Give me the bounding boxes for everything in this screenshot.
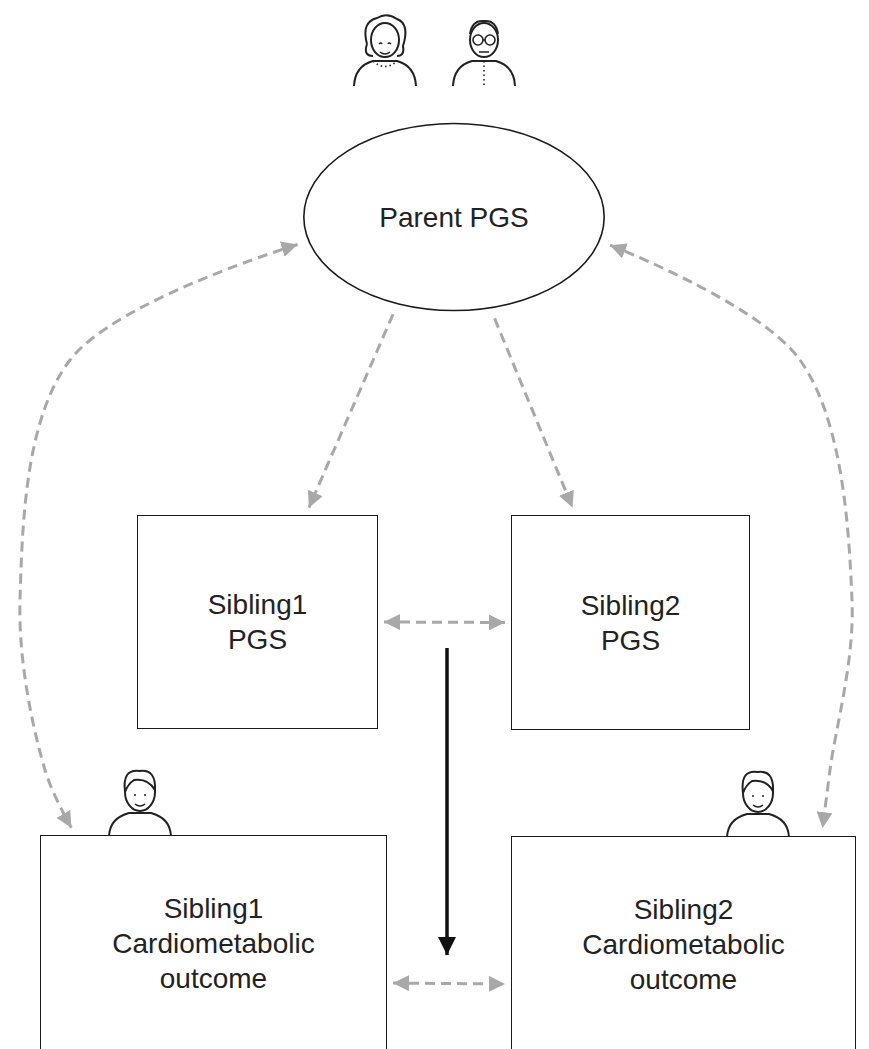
node-label: Sibling2 Cardiometabolic outcome	[566, 892, 801, 997]
process-box: Sibling1 PGS	[137, 515, 378, 729]
parent-icon	[354, 15, 416, 86]
node-label: Parent PGS	[379, 200, 528, 235]
sibling-icon	[109, 771, 171, 836]
node-label: Sibling1 PGS	[193, 587, 323, 657]
process-box: Sibling2 Cardiometabolic outcome	[511, 836, 856, 1049]
sibling-icon	[727, 772, 789, 837]
dashed-connector	[495, 318, 573, 507]
node-label: Sibling2 PGS	[566, 588, 696, 658]
process-box: Sibling2 PGS	[511, 515, 750, 730]
process-box: Sibling1 Cardiometabolic outcome	[40, 835, 387, 1049]
dashed-connector	[309, 314, 393, 507]
effect-arrow	[445, 648, 449, 955]
dashed-connector	[384, 621, 505, 624]
dashed-connector	[393, 982, 505, 986]
node-label: Sibling1 Cardiometabolic outcome	[96, 891, 331, 996]
parent-icon	[453, 21, 515, 86]
ellipse-node: Parent PGS	[302, 122, 606, 312]
